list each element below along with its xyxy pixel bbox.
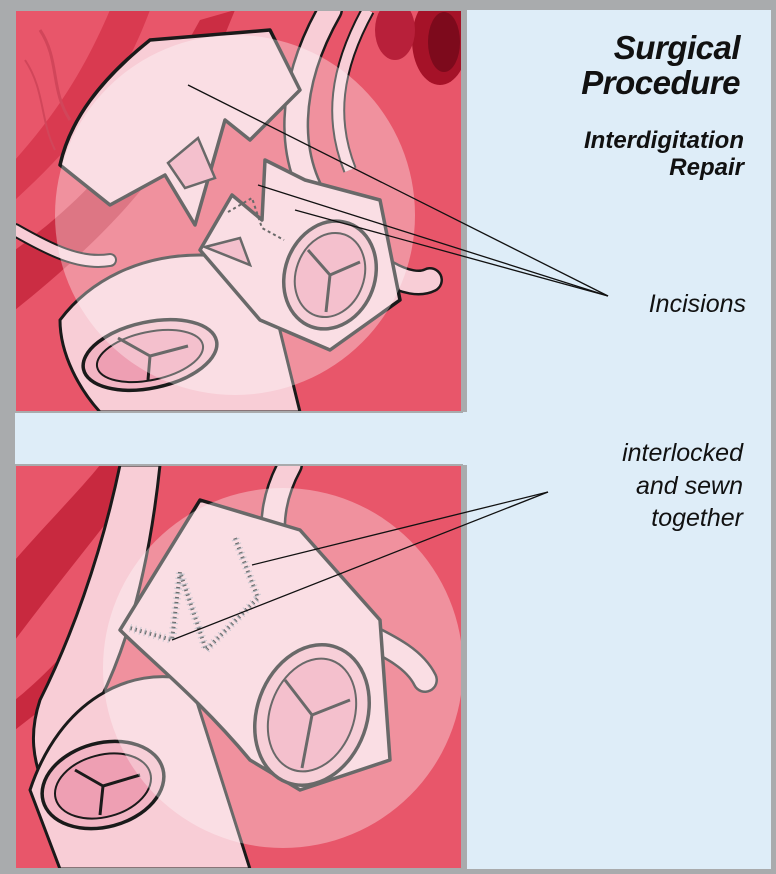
top-panel bbox=[15, 0, 468, 412]
incisions-label: Incisions bbox=[649, 290, 746, 319]
bottom-panel bbox=[15, 465, 463, 869]
magnifier-highlight bbox=[55, 35, 415, 395]
panel-gap bbox=[15, 412, 467, 465]
magnifier-highlight-2 bbox=[103, 488, 463, 848]
